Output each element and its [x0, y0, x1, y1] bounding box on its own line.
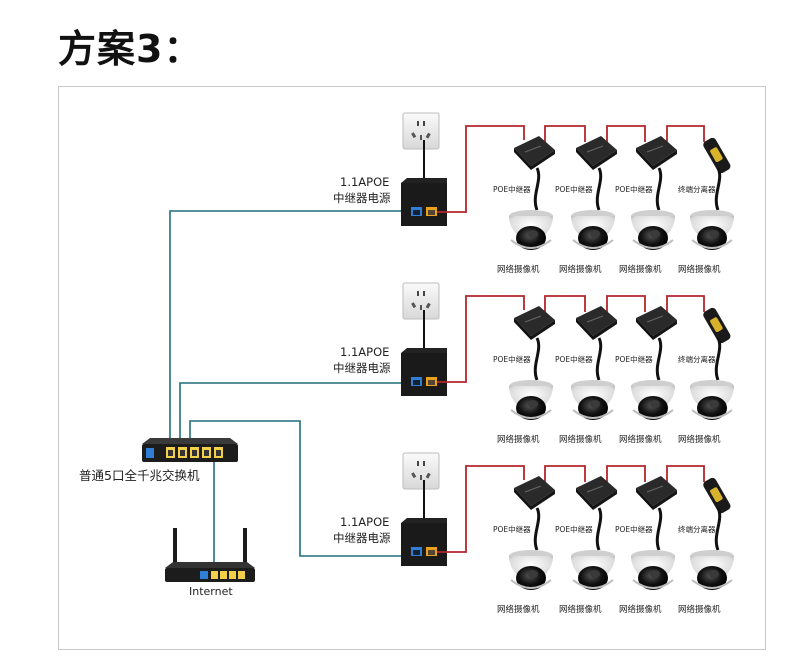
psu-label-model: 1.1APOE	[340, 515, 389, 529]
camera-label: 网络摄像机	[678, 604, 721, 615]
power-cable	[666, 295, 705, 312]
switch-label: 普通5口全千兆交换机	[79, 468, 200, 483]
network-cable	[169, 210, 411, 447]
repeater-label: POE中继器	[493, 184, 531, 194]
camera-groups: 1.1APOE中继器电源POE中继器网络摄像机POE中继器网络摄像机POE中继器…	[333, 112, 734, 615]
poe-repeater-icon	[636, 136, 677, 170]
power-cable	[544, 465, 586, 482]
poe-repeater-icon	[514, 136, 555, 170]
wall-outlet-icon	[402, 112, 440, 150]
network-cable	[179, 382, 411, 447]
power-cable	[437, 465, 525, 553]
power-cable	[606, 465, 646, 482]
repeater-label: POE中继器	[493, 524, 531, 534]
repeater-label: POE中继器	[615, 184, 653, 194]
dome-camera-icon	[631, 380, 675, 420]
power-cable	[606, 125, 646, 142]
repeater-label: 终端分离器	[678, 524, 716, 534]
dome-camera-icon	[631, 550, 675, 590]
dome-camera-icon	[571, 380, 615, 420]
repeater-label: 终端分离器	[678, 354, 716, 364]
power-cable	[666, 465, 705, 482]
repeater-label: POE中继器	[555, 524, 593, 534]
camera-label: 网络摄像机	[497, 434, 540, 445]
psu-label-name: 中继器电源	[333, 361, 391, 375]
poe-power-supply	[401, 518, 447, 566]
poe-repeater-icon	[576, 306, 617, 340]
camera-label: 网络摄像机	[678, 434, 721, 445]
poe-repeater-icon	[576, 476, 617, 510]
poe-repeater-icon	[636, 476, 677, 510]
terminal-splitter-icon	[703, 137, 731, 174]
psu-label-model: 1.1APOE	[340, 175, 389, 189]
poe-power-supply	[401, 348, 447, 396]
poe-repeater-icon	[636, 306, 677, 340]
dome-camera-icon	[571, 210, 615, 250]
wifi-router	[165, 528, 255, 582]
repeater-label: POE中继器	[555, 184, 593, 194]
camera-label: 网络摄像机	[619, 264, 662, 275]
camera-label: 网络摄像机	[497, 264, 540, 275]
router-label: Internet	[189, 585, 233, 598]
psu-label-name: 中继器电源	[333, 531, 391, 545]
camera-label: 网络摄像机	[619, 604, 662, 615]
repeater-label: 终端分离器	[678, 184, 716, 194]
power-cable	[606, 295, 646, 312]
psu-label-model: 1.1APOE	[340, 345, 389, 359]
dome-camera-icon	[631, 210, 675, 250]
camera-label: 网络摄像机	[619, 434, 662, 445]
dome-camera-icon	[509, 550, 553, 590]
camera-label: 网络摄像机	[497, 604, 540, 615]
dome-camera-icon	[509, 380, 553, 420]
switch-ports-icon	[166, 447, 223, 458]
dome-camera-icon	[690, 210, 734, 250]
poe-repeater-icon	[514, 476, 555, 510]
poe-repeater-icon	[514, 306, 555, 340]
repeater-label: POE中继器	[615, 354, 653, 364]
psu-label-name: 中继器电源	[333, 191, 391, 205]
camera-label: 网络摄像机	[559, 434, 602, 445]
repeater-label: POE中继器	[615, 524, 653, 534]
power-cable	[437, 295, 525, 383]
power-cable	[544, 295, 586, 312]
camera-label: 网络摄像机	[678, 264, 721, 275]
wall-outlet-icon	[402, 282, 440, 320]
poe-switch	[142, 438, 238, 462]
power-cable	[666, 125, 705, 142]
dome-camera-icon	[571, 550, 615, 590]
repeater-label: POE中继器	[555, 354, 593, 364]
network-cable	[189, 420, 411, 557]
camera-label: 网络摄像机	[559, 604, 602, 615]
terminal-splitter-icon	[703, 307, 731, 344]
page-title: 方案3：	[58, 27, 203, 71]
terminal-splitter-icon	[703, 477, 731, 514]
poe-power-supply	[401, 178, 447, 226]
dome-camera-icon	[509, 210, 553, 250]
network-cables	[169, 210, 411, 571]
camera-label: 网络摄像机	[559, 264, 602, 275]
wall-outlet-icon	[402, 452, 440, 490]
dome-camera-icon	[690, 380, 734, 420]
power-cable	[437, 125, 525, 213]
dome-camera-icon	[690, 550, 734, 590]
power-cable	[544, 125, 586, 142]
repeater-label: POE中继器	[493, 354, 531, 364]
poe-repeater-icon	[576, 136, 617, 170]
